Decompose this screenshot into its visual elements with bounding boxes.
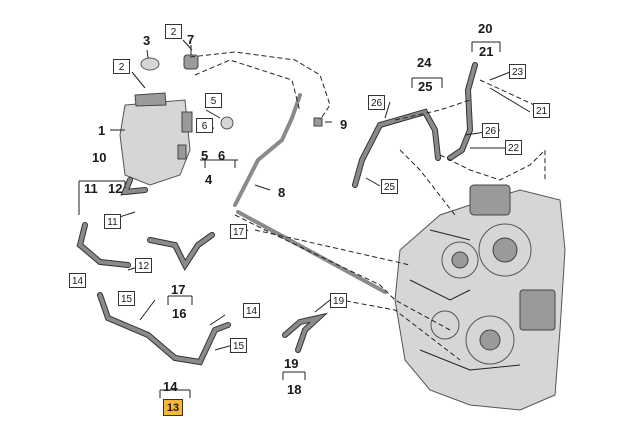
callout-14-box-left: 14	[69, 273, 86, 288]
callout-21: 21	[479, 44, 494, 59]
callout-7: 7	[187, 32, 195, 47]
callout-14-box-right: 14	[243, 303, 260, 318]
callout-13-highlighted: 13	[163, 399, 183, 416]
callout-16: 16	[172, 306, 187, 321]
callout-17-box: 17	[230, 224, 247, 239]
hose-part-19	[283, 314, 325, 352]
callout-21-box: 21	[533, 103, 550, 118]
callout-15-box-right: 15	[230, 338, 247, 353]
callout-22-box: 22	[505, 140, 522, 155]
callout-15-box-left: 15	[118, 291, 135, 306]
callout-19: 19	[284, 356, 299, 371]
callout-11: 11	[84, 181, 98, 196]
callout-18: 18	[287, 382, 302, 397]
callout-1: 1	[98, 123, 106, 138]
callout-9: 9	[340, 117, 348, 132]
engine-block	[394, 184, 566, 411]
callout-6-box: 6	[196, 118, 213, 133]
callout-17: 17	[171, 282, 186, 297]
cap-part	[140, 57, 160, 71]
pipe-part-14	[98, 293, 230, 365]
clip-part	[220, 116, 234, 130]
callout-5-box: 5	[205, 93, 222, 108]
callout-26-box-right: 26	[482, 123, 499, 138]
hose-part-17	[148, 233, 214, 270]
callout-19-box: 19	[330, 293, 347, 308]
callout-5: 5	[201, 148, 209, 163]
callout-10: 10	[92, 150, 107, 165]
callout-2-box-left: 2	[113, 59, 130, 74]
bolt-part	[313, 117, 323, 127]
callout-23-box: 23	[509, 64, 526, 79]
hose-part-24	[353, 109, 440, 187]
callout-26-box-left: 26	[368, 95, 385, 110]
callout-24: 24	[417, 55, 432, 70]
hose-part-20	[448, 63, 477, 160]
callout-11-box: 11	[104, 214, 121, 229]
callout-6: 6	[218, 148, 226, 163]
callout-20: 20	[478, 21, 493, 36]
hose-part-12	[76, 222, 131, 268]
expansion-tank	[119, 92, 193, 196]
callout-3: 3	[143, 33, 151, 48]
callout-2-box-top: 2	[165, 24, 182, 39]
callout-8: 8	[278, 185, 286, 200]
callout-4: 4	[205, 172, 213, 187]
sensor-part	[183, 45, 199, 70]
callout-12-box: 12	[135, 258, 152, 273]
callout-25: 25	[418, 79, 433, 94]
callout-25-box: 25	[381, 179, 398, 194]
callout-14: 14	[163, 379, 178, 394]
callout-12: 12	[108, 181, 123, 196]
